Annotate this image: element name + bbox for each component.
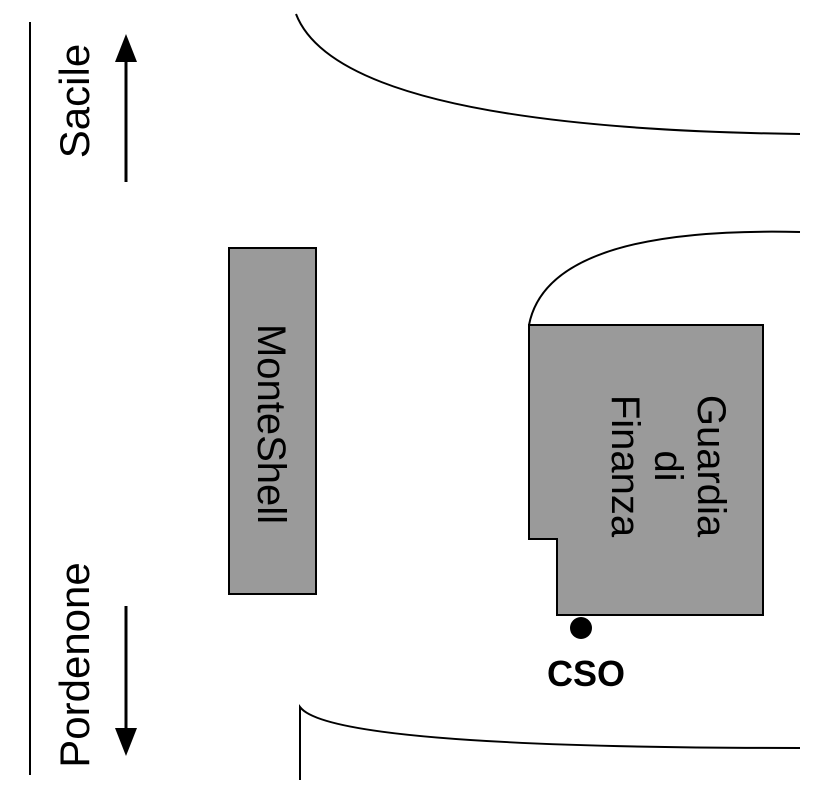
building-guardia-label: Guardia di Finanza [603,395,733,538]
building-guardia-di-finanza [528,324,764,616]
building-monteshell [228,247,317,595]
down-arrow-icon [115,606,137,756]
road-curve-top-right [295,13,801,135]
building-guardia-label-line-2: di [646,450,690,481]
direction-label-sacile: Sacile [51,44,98,158]
location-dot-icon [570,617,592,639]
up-arrow-icon [115,34,137,182]
road-curve-bottom [299,703,801,780]
road-curve-side-street [528,230,801,326]
direction-label-pordenone: Pordenone [51,562,98,768]
marker-label-cso: CSO [547,653,625,694]
building-guardia-label-line-1: Guardia [689,395,733,538]
building-guardia-label-line-3: Finanza [603,395,647,538]
building-monteshell-label: MonteShell [249,324,293,524]
